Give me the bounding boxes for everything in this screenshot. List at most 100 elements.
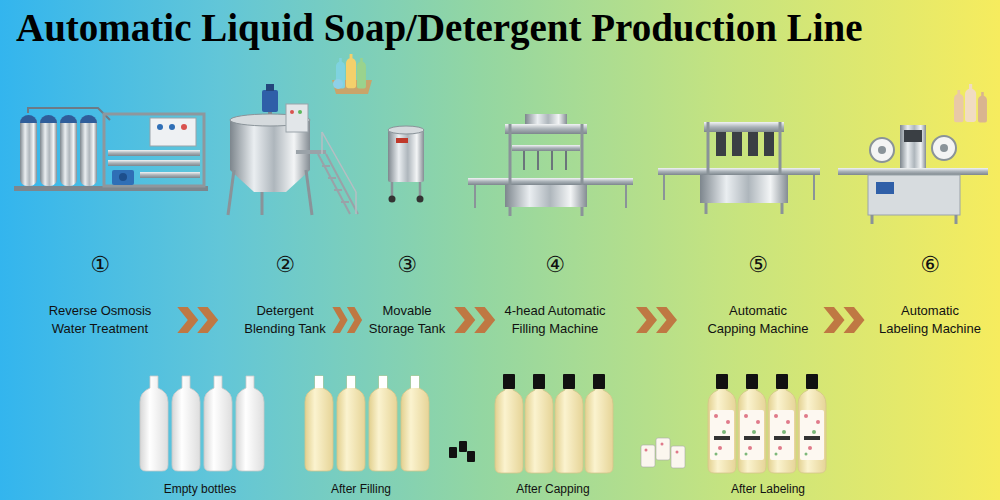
capping-machine-part: [813, 175, 815, 200]
labeling-machine-part: [876, 182, 894, 194]
step-number: ②: [242, 252, 328, 278]
filling-machine-part: [468, 178, 633, 185]
blending-tank-part: [230, 170, 310, 192]
empty-bottles-part: [172, 376, 200, 471]
blending-tank-part: [346, 54, 356, 88]
labeled-bottles-part: [746, 374, 758, 389]
chevron-arrow: [332, 307, 362, 333]
capping-machine-part: [707, 122, 710, 175]
ro-water-system-part: [60, 116, 77, 186]
labeled-bottles-part: [812, 430, 816, 434]
labeled-bottles-part: [738, 378, 766, 473]
ro-water-system-part: [20, 115, 37, 123]
capped-bottles-part: [525, 378, 553, 473]
capping-machine-part: [779, 122, 782, 175]
empty-bottles-part: [204, 376, 232, 471]
capping-machine-part: [748, 132, 758, 156]
capping-machine-part: [700, 175, 788, 203]
labeled-bottles-part: [676, 451, 679, 454]
labeled-bottles-part: [756, 420, 760, 424]
labeling-machine-part: [940, 144, 948, 152]
capping-machine-part: [704, 122, 784, 132]
labeled-bottles-part: [786, 420, 790, 424]
filled-bottles-part: [411, 376, 419, 388]
labeled-bottles-part: [816, 420, 820, 424]
storage-tank-part: [396, 138, 408, 143]
filled-bottles-part: [369, 376, 397, 471]
filling-machine-part: [505, 185, 587, 207]
labeling-machine-part: [955, 215, 958, 224]
filling-machine-part: [581, 124, 584, 185]
step-label: Movable Storage Tank: [367, 302, 448, 338]
chevron: [824, 307, 845, 333]
capping-machine-part: [732, 132, 742, 156]
process-step: ③Movable Storage Tank: [367, 252, 448, 338]
ro-water-system-part: [28, 108, 110, 120]
labeled-bottles-part: [782, 430, 786, 434]
step-label: Automatic Capping Machine: [705, 302, 811, 338]
chevron: [347, 307, 362, 333]
storage-tank-part: [388, 130, 424, 182]
ro-water-system-part: [169, 124, 175, 130]
blending-tank: [228, 54, 372, 215]
labeling-machine-part: [978, 92, 987, 122]
process-step: ④ 4-head Automatic Filling Machine: [502, 252, 608, 338]
empty-bottles: [140, 376, 264, 471]
labeled-bottles-part: [714, 436, 730, 440]
chevron: [197, 307, 218, 333]
blending-tank-part: [341, 201, 349, 203]
labeled-bottles-part: [718, 446, 722, 450]
blending-tank-part: [318, 154, 350, 214]
chevron: [844, 307, 865, 333]
labeled-bottles-part: [740, 410, 764, 460]
process-step: ⑥Automatic Labeling Machine: [877, 252, 983, 338]
filled-bottles-part: [315, 376, 323, 388]
labeled-bottles-part: [752, 430, 756, 434]
labeled-bottles-part: [775, 453, 778, 456]
labeled-bottles-part: [722, 430, 726, 434]
capping-machine-part: [781, 203, 784, 214]
storage-tank-part: [389, 196, 396, 203]
ro-water-system-part: [108, 150, 200, 156]
labeled-bottles-part: [774, 414, 778, 418]
blending-tank-part: [357, 58, 366, 88]
step-label: Reverse Osmosis Water Treatment: [47, 302, 154, 338]
filling-machine-part: [512, 145, 580, 151]
capping-machine-part: [716, 132, 726, 156]
labeled-bottles-part: [715, 453, 718, 456]
labeled-bottles-part: [748, 446, 752, 450]
capped-bottles-part: [533, 374, 545, 389]
ro-water-system: [14, 108, 208, 191]
ro-water-system-part: [40, 115, 57, 123]
capping-machine-part: [658, 168, 820, 175]
filling-machine-part: [551, 151, 553, 170]
labeled-bottles-part: [641, 445, 655, 467]
labeled-bottles-part: [806, 374, 818, 389]
labeled-bottles-part: [774, 436, 790, 440]
step-label: 4-head Automatic Filling Machine: [502, 302, 608, 338]
step-label: Detergent Blending Tank: [242, 302, 328, 338]
labeled-bottles-part: [656, 438, 670, 460]
capped-bottles-part: [555, 378, 583, 473]
chevron-arrow: [454, 307, 495, 333]
process-step: ⑤Automatic Capping Machine: [705, 252, 811, 338]
step-number: ④: [502, 252, 608, 278]
step-label: Automatic Labeling Machine: [877, 302, 983, 338]
filling-machine-part: [625, 185, 627, 208]
labeled-bottles-part: [715, 430, 817, 456]
capped-bottles-part: [585, 378, 613, 473]
filled-bottles-part: [379, 376, 387, 388]
ro-water-system-part: [112, 170, 134, 185]
capping-machine-part: [764, 132, 774, 156]
labeled-bottles-part: [645, 449, 648, 452]
labeled-bottles-part: [808, 446, 812, 450]
filling-machine: [468, 114, 633, 216]
labeled-bottles-part: [744, 436, 760, 440]
blending-tank-part: [334, 189, 342, 191]
ro-water-system-part: [157, 124, 163, 130]
filling-machine-part: [565, 151, 567, 170]
labeling-machine-part: [904, 130, 922, 142]
ro-water-system-part: [108, 160, 200, 166]
labeling-machine-part: [878, 146, 886, 154]
ro-water-system-part: [140, 172, 200, 178]
